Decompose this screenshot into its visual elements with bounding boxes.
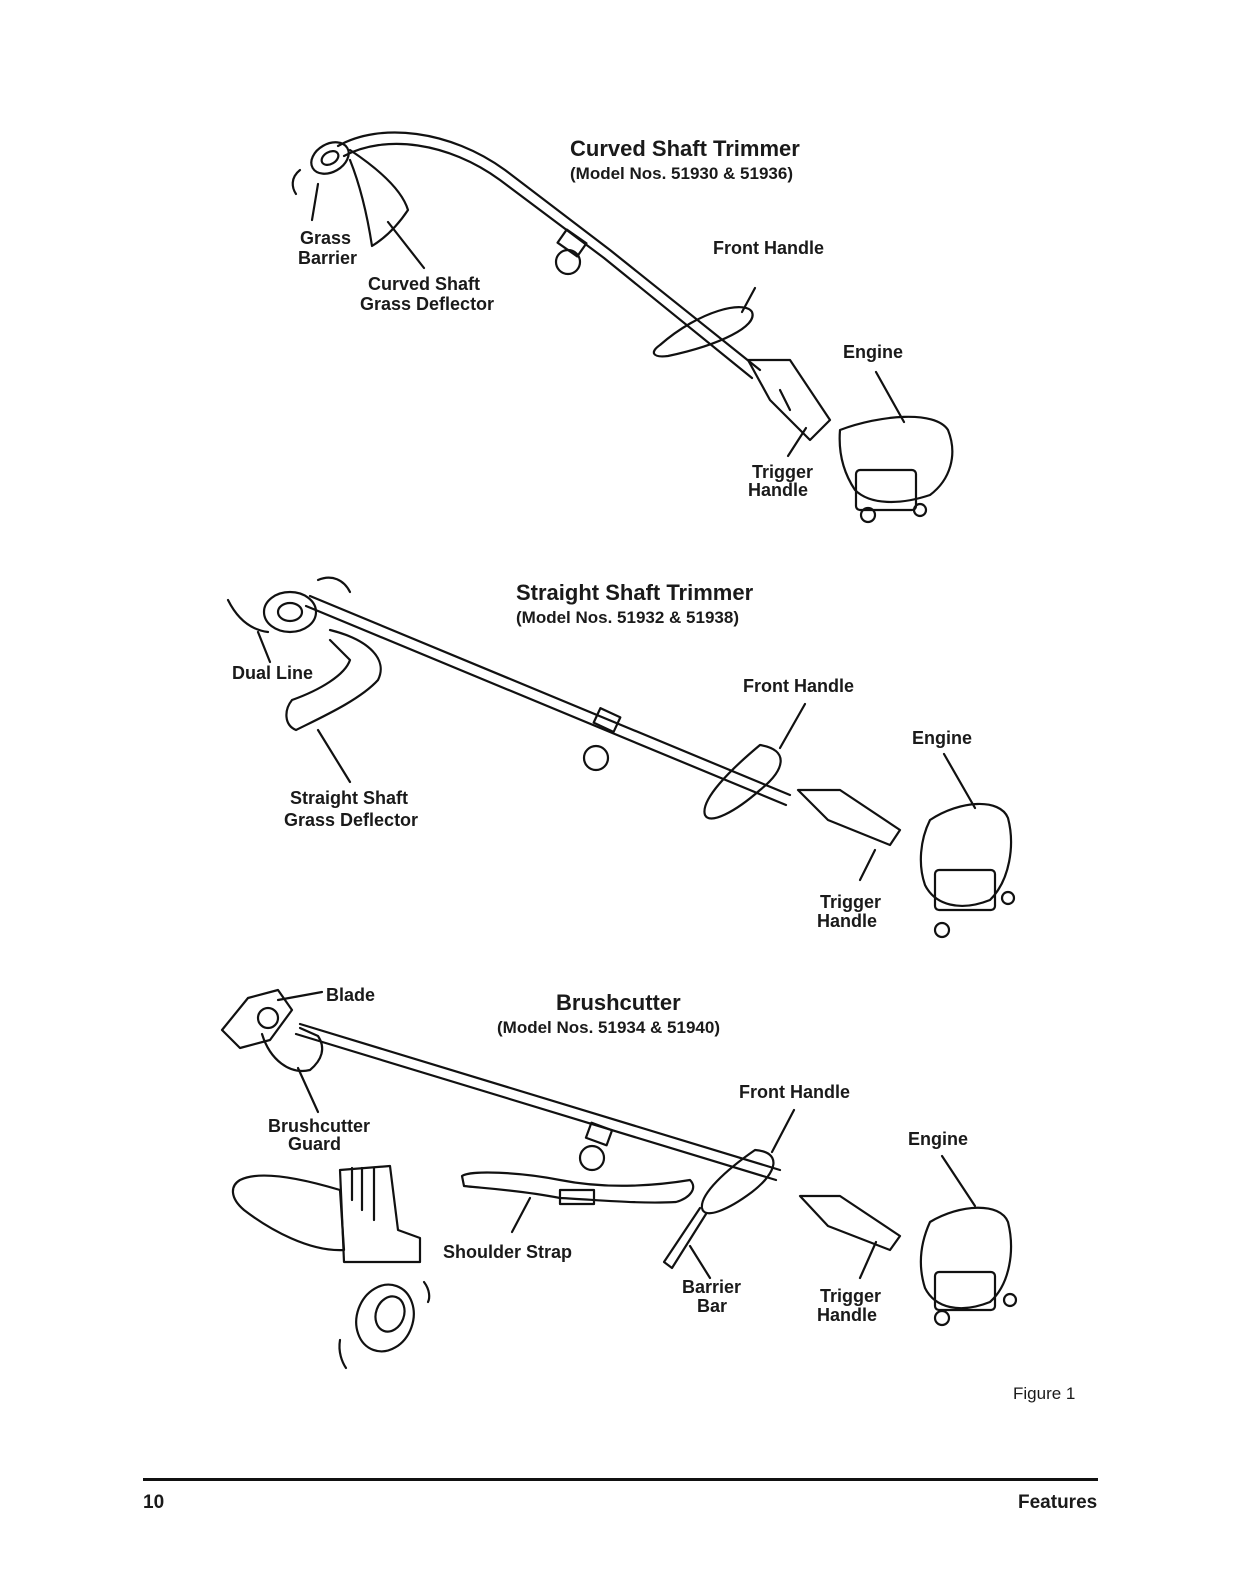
brushcutter-guard-label-line1: Brushcutter — [268, 1116, 371, 1136]
shoulder-strap-label: Shoulder Strap — [443, 1242, 573, 1262]
straight-deflector-label-line1: Straight Shaft — [290, 788, 409, 808]
brushcutter-guard-label-line2: Guard — [288, 1134, 342, 1154]
footer-section-name: Features — [1018, 1492, 1098, 1513]
brushcutter-drawing — [220, 988, 1018, 1370]
curved-shaft-trimmer-drawing — [291, 131, 954, 524]
brush-trigger-label-line1: Trigger — [820, 1286, 882, 1306]
straight-trimmer-models: (Model Nos. 51932 & 51938) — [516, 608, 739, 627]
curved-engine-label: Engine — [843, 342, 904, 362]
page-number: 10 — [143, 1492, 165, 1513]
brush-trigger-label-line2: Handle — [817, 1305, 878, 1325]
barrier-bar-label-line2: Bar — [697, 1296, 728, 1316]
curved-trigger-label-line2: Handle — [748, 480, 809, 500]
footer-rule — [143, 1478, 1098, 1481]
barrier-bar-label-line1: Barrier — [682, 1277, 742, 1297]
curved-trimmer-title: Curved Shaft Trimmer — [570, 136, 800, 161]
straight-deflector-label-line2: Grass Deflector — [284, 810, 419, 830]
curved-trimmer-models: (Model Nos. 51930 & 51936) — [570, 164, 793, 183]
curved-front-handle-label: Front Handle — [713, 238, 824, 258]
curved-deflector-label-line2: Grass Deflector — [360, 294, 495, 314]
brush-engine-label: Engine — [908, 1129, 969, 1149]
grass-barrier-label-line2: Barrier — [298, 248, 358, 268]
straight-trigger-label-line1: Trigger — [820, 892, 882, 912]
brushcutter-models: (Model Nos. 51934 & 51940) — [497, 1018, 720, 1037]
dual-line-label: Dual Line — [232, 663, 314, 683]
straight-front-handle-label: Front Handle — [743, 676, 854, 696]
grass-barrier-label-line1: Grass — [300, 228, 352, 248]
straight-engine-label: Engine — [912, 728, 973, 748]
curved-trigger-label-line1: Trigger — [752, 462, 814, 482]
brushcutter-title: Brushcutter — [556, 990, 681, 1015]
brush-front-handle-label: Front Handle — [739, 1082, 850, 1102]
straight-shaft-trimmer-drawing — [226, 576, 1016, 939]
figure-caption: Figure 1 — [1013, 1384, 1076, 1403]
straight-trigger-label-line2: Handle — [817, 911, 878, 931]
straight-trimmer-title: Straight Shaft Trimmer — [516, 580, 754, 605]
blade-label: Blade — [326, 985, 376, 1005]
curved-deflector-label-line1: Curved Shaft — [368, 274, 481, 294]
